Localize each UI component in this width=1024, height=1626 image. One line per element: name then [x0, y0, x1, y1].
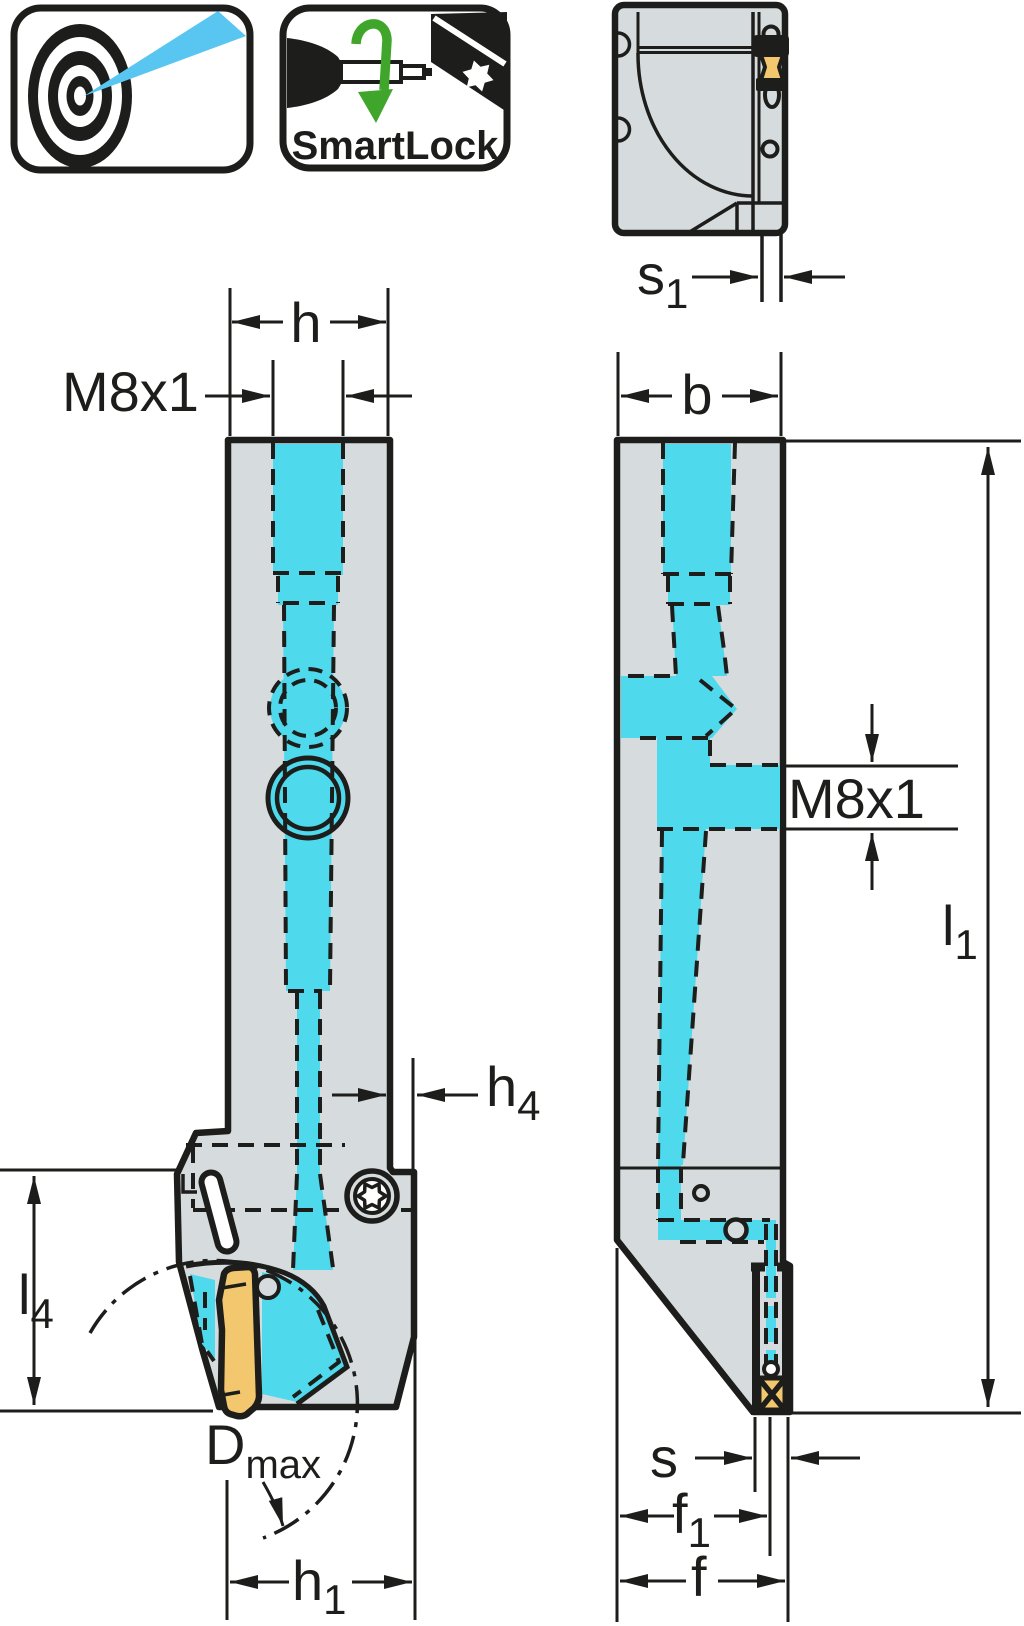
dim-l1: l1	[786, 439, 1021, 1415]
blade-side	[751, 1262, 791, 1415]
dim-label-m8x1-side: M8x1	[788, 767, 925, 830]
dim-label-h1: h1	[292, 1549, 347, 1623]
clamp-pin	[198, 1169, 240, 1255]
dim-m8x1-front: M8x1	[62, 360, 412, 436]
torx-screw-icon	[344, 1168, 400, 1224]
dim-label-f: f	[691, 1545, 707, 1608]
coolant-outlet-side	[762, 1360, 780, 1378]
dim-label-s1: s1	[637, 243, 688, 317]
dim-label-s: s	[650, 1426, 678, 1489]
dim-label-f1: f1	[672, 1482, 711, 1556]
dim-f1: f1	[615, 1248, 767, 1622]
screwdriver-icon	[287, 38, 432, 108]
dim-f: f	[620, 1545, 785, 1608]
dim-h1: h1	[225, 1332, 417, 1623]
dim-s: s	[650, 1417, 860, 1622]
coolant-jet-icon	[84, 11, 246, 96]
rotation-arrow-icon	[351, 19, 393, 123]
dim-label-h: h	[290, 291, 321, 354]
cutting-insert-front	[215, 1263, 263, 1420]
dim-label-m8x1-front: M8x1	[62, 360, 199, 423]
dim-dmax: Dmax	[205, 1413, 321, 1527]
coolant-outlet-hole	[255, 1274, 281, 1300]
insert-torx-icon	[431, 12, 507, 112]
dim-label-h4: h4	[486, 1055, 541, 1129]
dim-h4: h4	[332, 1055, 541, 1176]
dmax-arc	[88, 1258, 360, 1540]
front-view: h M8x1 h4 l4 Dmax	[0, 288, 541, 1623]
dim-b: b	[616, 352, 783, 436]
coolant-channel-front	[190, 444, 348, 1402]
dim-h: h	[228, 288, 390, 436]
precision-coolant-target-icon	[10, 4, 254, 174]
dim-label-l1: l1	[942, 894, 978, 968]
dim-s1: s1	[637, 234, 845, 317]
dim-m8x1-side: M8x1	[784, 704, 958, 890]
coolant-channel-side	[621, 444, 780, 1364]
hidden-lines-side	[628, 442, 778, 1364]
side-view: b M8x1 l1 s	[613, 352, 1021, 1622]
insert-clamp-top-view	[753, 35, 789, 91]
smartlock-icon: SmartLock	[279, 4, 511, 172]
dim-label-dmax: Dmax	[205, 1413, 321, 1487]
coolant-port-circle	[265, 755, 351, 841]
smartlock-label: SmartLock	[292, 124, 499, 168]
top-view: s1	[611, 1, 845, 317]
dim-label-b: b	[681, 363, 712, 426]
dim-label-l4: l4	[18, 1263, 54, 1337]
bullseye-target-icon	[28, 24, 132, 168]
dim-l4: l4	[0, 1168, 213, 1413]
cutting-insert-side	[756, 1375, 788, 1413]
